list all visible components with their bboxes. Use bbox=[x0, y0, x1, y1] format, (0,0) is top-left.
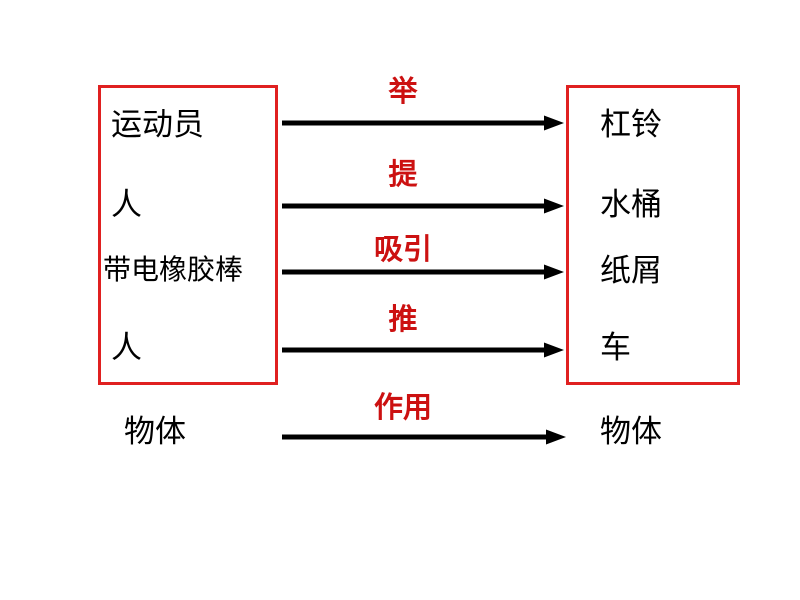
right-item-3: 纸屑 bbox=[600, 253, 662, 289]
summary-arrow bbox=[282, 429, 566, 445]
relation-label-2: 提 bbox=[388, 157, 418, 191]
relation-arrow-4 bbox=[282, 342, 564, 358]
left-item-1: 运动员 bbox=[111, 107, 204, 143]
relation-label-1: 举 bbox=[388, 74, 418, 108]
relation-arrow-2 bbox=[282, 198, 564, 214]
right-item-1: 杠铃 bbox=[600, 107, 662, 143]
right-group-box bbox=[566, 85, 740, 385]
summary-relation-label: 作用 bbox=[373, 390, 433, 424]
summary-right-label: 物体 bbox=[600, 414, 662, 450]
summary-left-label: 物体 bbox=[124, 414, 186, 450]
left-item-2: 人 bbox=[111, 187, 142, 223]
left-item-4: 人 bbox=[111, 330, 142, 366]
relation-label-3: 吸引 bbox=[373, 232, 433, 266]
relation-label-4: 推 bbox=[388, 302, 418, 336]
relation-arrow-3 bbox=[282, 264, 564, 280]
left-group-box bbox=[98, 85, 278, 385]
right-item-4: 车 bbox=[600, 330, 631, 366]
relation-arrow-1 bbox=[282, 115, 564, 131]
left-item-3: 带电橡胶棒 bbox=[103, 253, 244, 286]
right-item-2: 水桶 bbox=[600, 187, 662, 223]
